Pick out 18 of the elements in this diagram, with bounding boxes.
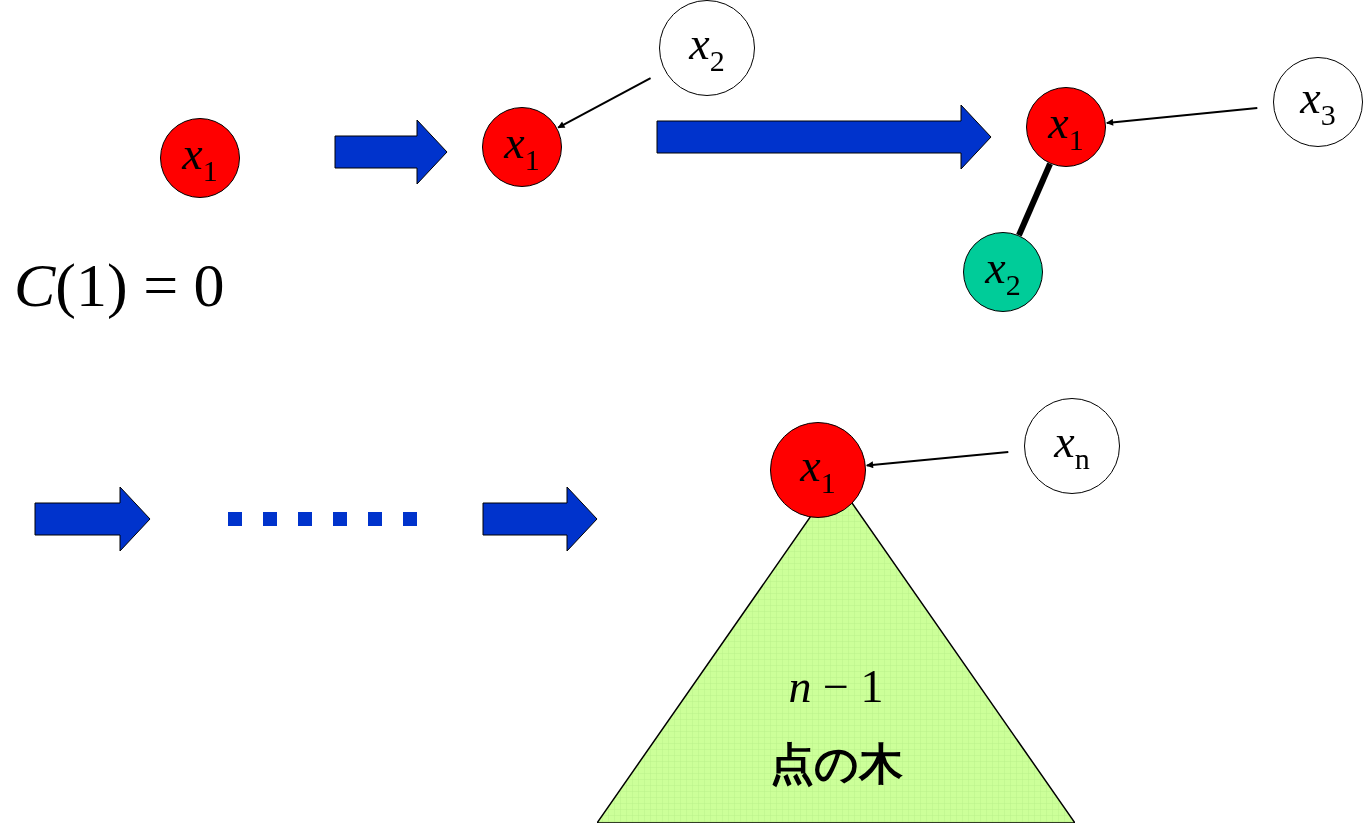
formula-label: C(1) = 0 bbox=[14, 250, 225, 321]
vertex-label: x$_{3}$ bbox=[1300, 74, 1336, 130]
arrow bbox=[557, 77, 652, 129]
vertex-label: x$_{2}$ bbox=[985, 244, 1021, 300]
vertex-label: x$_{n}$ bbox=[1054, 418, 1090, 474]
block-arrow bbox=[656, 104, 992, 170]
block-arrow bbox=[334, 119, 448, 185]
vertex-label: x$_{2}$ bbox=[689, 20, 725, 76]
vertex-label: x$_{1}$ bbox=[182, 130, 218, 186]
vertex-count-label: n − 1 bbox=[788, 660, 884, 713]
block-arrow bbox=[482, 486, 598, 552]
tree-edge bbox=[1016, 162, 1053, 237]
arrow bbox=[1105, 107, 1259, 126]
vertex-label: x$_{1}$ bbox=[504, 119, 540, 175]
vertex-label: x$_{1}$ bbox=[1048, 99, 1084, 155]
arrow bbox=[865, 451, 1010, 469]
vertex-label: x$_{1}$ bbox=[800, 442, 836, 498]
tree-label: 点の木 bbox=[769, 737, 903, 791]
